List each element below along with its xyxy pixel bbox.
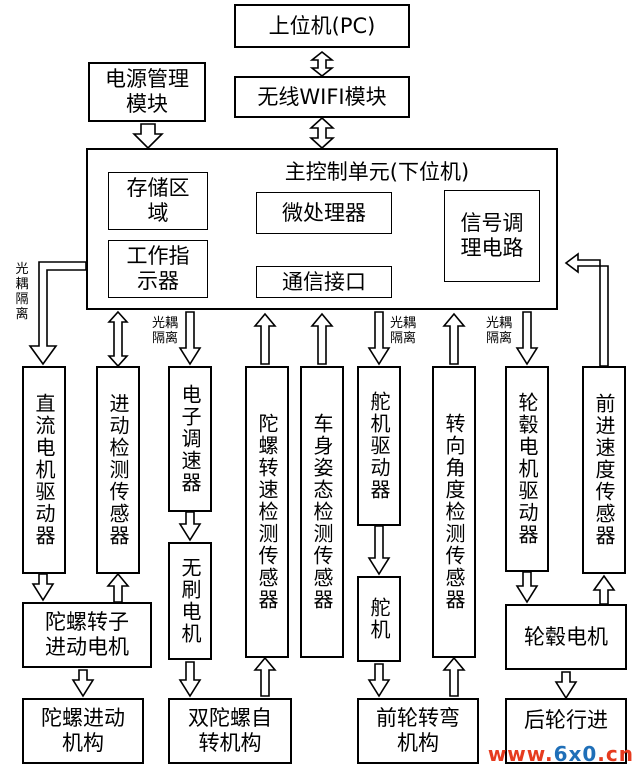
hub-driver-label: 轮毂电机驱动器 bbox=[515, 392, 539, 546]
pc-label: 上位机(PC) bbox=[268, 13, 376, 38]
arrow-rotor-adv bbox=[106, 572, 130, 603]
arrow-pc-wifi bbox=[309, 50, 335, 78]
arrow-servodrv-servo bbox=[367, 525, 391, 576]
comm-label: 通信接口 bbox=[282, 269, 366, 294]
opto-label-4: 光耦 隔离 bbox=[485, 316, 512, 346]
watermark-part1: www. bbox=[487, 742, 554, 766]
arrow-main-esc bbox=[178, 311, 202, 366]
gyro-rotor-motor-box: 陀螺转子 进动电机 bbox=[22, 602, 152, 668]
arrow-hubdrv-hub bbox=[515, 571, 539, 604]
arrow-fwd-main bbox=[564, 252, 609, 367]
arrow-gyrospeed-main bbox=[253, 312, 277, 365]
watermark-part3: .cn bbox=[597, 742, 634, 766]
posture-sensor-box: 车身姿态检测传感器 bbox=[300, 366, 344, 658]
power-box: 电源管理 模块 bbox=[88, 62, 206, 122]
micro-box: 微处理器 bbox=[256, 192, 392, 234]
dc-driver-box: 直流电机驱动器 bbox=[22, 366, 66, 574]
posture-sensor-label: 车身姿态检测传感器 bbox=[310, 413, 334, 611]
watermark-part2: 6x0 bbox=[553, 742, 598, 766]
arrow-servo-front bbox=[367, 663, 391, 698]
steer-sensor-label: 转向角度检测传感器 bbox=[442, 413, 466, 611]
arrow-main-adv bbox=[107, 310, 129, 368]
opto-label-1: 光 耦 隔 离 bbox=[15, 262, 29, 322]
dual-gyro-mech-label: 双陀螺自 转机构 bbox=[188, 706, 272, 755]
hub-motor-box: 轮毂电机 bbox=[505, 604, 627, 670]
dual-gyro-mech-box: 双陀螺自 转机构 bbox=[168, 698, 292, 764]
storage-box: 存储区 域 bbox=[108, 172, 208, 230]
hub-driver-box: 轮毂电机驱动器 bbox=[505, 366, 549, 572]
storage-label: 存储区 域 bbox=[126, 176, 190, 225]
esc-label: 电子调速器 bbox=[178, 384, 202, 494]
arrow-hub-fwdspeed bbox=[592, 574, 616, 605]
arrow-power-main bbox=[132, 123, 164, 150]
main-unit-title: 主控制单元(下位机) bbox=[284, 160, 470, 184]
wifi-label: 无线WIFI模块 bbox=[257, 84, 387, 109]
gyro-speed-sensor-box: 陀螺转速检测传感器 bbox=[245, 366, 289, 658]
rear-drive-mech-label: 后轮行进 bbox=[524, 708, 608, 732]
arrow-main-dc bbox=[28, 261, 87, 366]
servo-box: 舵机 bbox=[357, 576, 401, 662]
arrow-wifi-main bbox=[308, 116, 336, 150]
brushless-box: 无刷电机 bbox=[168, 542, 212, 660]
micro-label: 微处理器 bbox=[282, 200, 366, 225]
esc-box: 电子调速器 bbox=[168, 366, 212, 512]
hub-motor-label: 轮毂电机 bbox=[524, 624, 608, 649]
arrow-posture-main bbox=[310, 312, 334, 365]
servo-label: 舵机 bbox=[367, 597, 391, 641]
brushless-label: 无刷电机 bbox=[178, 557, 202, 645]
gyro-rotor-motor-label: 陀螺转子 进动电机 bbox=[45, 610, 129, 659]
opto-label-3: 光耦 隔离 bbox=[389, 316, 416, 346]
servo-driver-label: 舵机驱动器 bbox=[367, 391, 391, 501]
arrow-main-hub bbox=[515, 311, 539, 366]
signal-box: 信号调 理电路 bbox=[444, 190, 540, 282]
arrow-front-steer bbox=[442, 656, 466, 697]
steer-sensor-box: 转向角度检测传感器 bbox=[432, 366, 476, 658]
arrow-steer-main bbox=[442, 312, 466, 365]
power-label: 电源管理 模块 bbox=[105, 67, 189, 116]
pc-box: 上位机(PC) bbox=[234, 4, 410, 48]
arrow-esc-brushless bbox=[178, 511, 202, 542]
wifi-box: 无线WIFI模块 bbox=[234, 76, 410, 118]
signal-label: 信号调 理电路 bbox=[460, 211, 524, 260]
opto-label-2: 光耦 隔离 bbox=[151, 316, 178, 346]
watermark: www.6x0.cn bbox=[488, 742, 634, 766]
comm-box: 通信接口 bbox=[256, 266, 392, 298]
indicator-label: 工作指 示器 bbox=[126, 244, 190, 293]
front-steer-mech-box: 前轮转弯 机构 bbox=[357, 698, 479, 764]
arrow-dc-rotor bbox=[31, 573, 55, 602]
arrow-hub-rear bbox=[554, 671, 578, 700]
arrow-dual-gyrospeed bbox=[253, 656, 277, 697]
front-steer-mech-label: 前轮转弯 机构 bbox=[376, 706, 460, 755]
arrow-brushless-dual bbox=[178, 661, 202, 698]
gyro-adv-mech-box: 陀螺进动 机构 bbox=[22, 698, 144, 764]
arrow-rotor-mech bbox=[71, 669, 95, 698]
arrow-main-servo bbox=[367, 311, 391, 366]
adv-sensor-box: 进动检测传感器 bbox=[96, 366, 140, 574]
fwd-speed-sensor-box: 前进速度传感器 bbox=[582, 366, 626, 574]
fwd-speed-sensor-label: 前进速度传感器 bbox=[592, 393, 616, 547]
gyro-adv-mech-label: 陀螺进动 机构 bbox=[41, 706, 125, 755]
adv-sensor-label: 进动检测传感器 bbox=[106, 393, 130, 547]
rear-drive-mech-box: 后轮行进 bbox=[505, 698, 627, 764]
gyro-speed-sensor-label: 陀螺转速检测传感器 bbox=[255, 413, 279, 611]
indicator-box: 工作指 示器 bbox=[108, 240, 208, 298]
servo-driver-box: 舵机驱动器 bbox=[357, 366, 401, 526]
dc-driver-label: 直流电机驱动器 bbox=[32, 393, 56, 547]
